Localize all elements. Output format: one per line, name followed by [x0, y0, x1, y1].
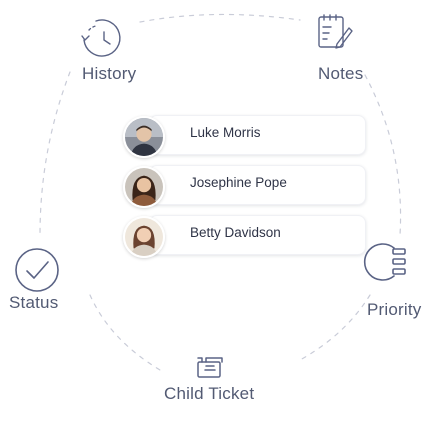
child-ticket-label: Child Ticket	[164, 384, 255, 403]
user-card	[149, 165, 366, 205]
dash-left-upper	[39, 71, 71, 236]
history-clock-icon	[81, 19, 121, 57]
priority-bars-icon	[363, 243, 406, 281]
avatar-josephine-pope	[123, 166, 165, 208]
history-label: History	[82, 64, 137, 83]
user-row-luke-morris[interactable]: Luke Morris	[123, 115, 366, 158]
child-ticket-icon	[197, 357, 223, 378]
user-name: Luke Morris	[190, 125, 261, 140]
user-row-betty-davidson[interactable]: Betty Davidson	[123, 215, 366, 258]
dash-top	[139, 13, 301, 23]
dash-right-upper	[364, 74, 402, 236]
user-card	[149, 115, 366, 155]
avatar-luke-morris	[123, 116, 165, 158]
notepad-pen-icon	[318, 14, 353, 49]
user-card	[149, 215, 366, 255]
user-name: Betty Davidson	[190, 225, 281, 240]
user-name: Josephine Pope	[190, 175, 287, 190]
dash-right-lower	[299, 294, 371, 361]
status-label: Status	[9, 293, 59, 312]
user-row-josephine-pope[interactable]: Josephine Pope	[123, 165, 366, 208]
check-circle-icon	[15, 248, 59, 292]
priority-label: Priority	[367, 300, 422, 319]
avatar-betty-davidson	[123, 216, 165, 258]
notes-label: Notes	[318, 64, 364, 83]
dash-left-lower	[89, 294, 161, 371]
